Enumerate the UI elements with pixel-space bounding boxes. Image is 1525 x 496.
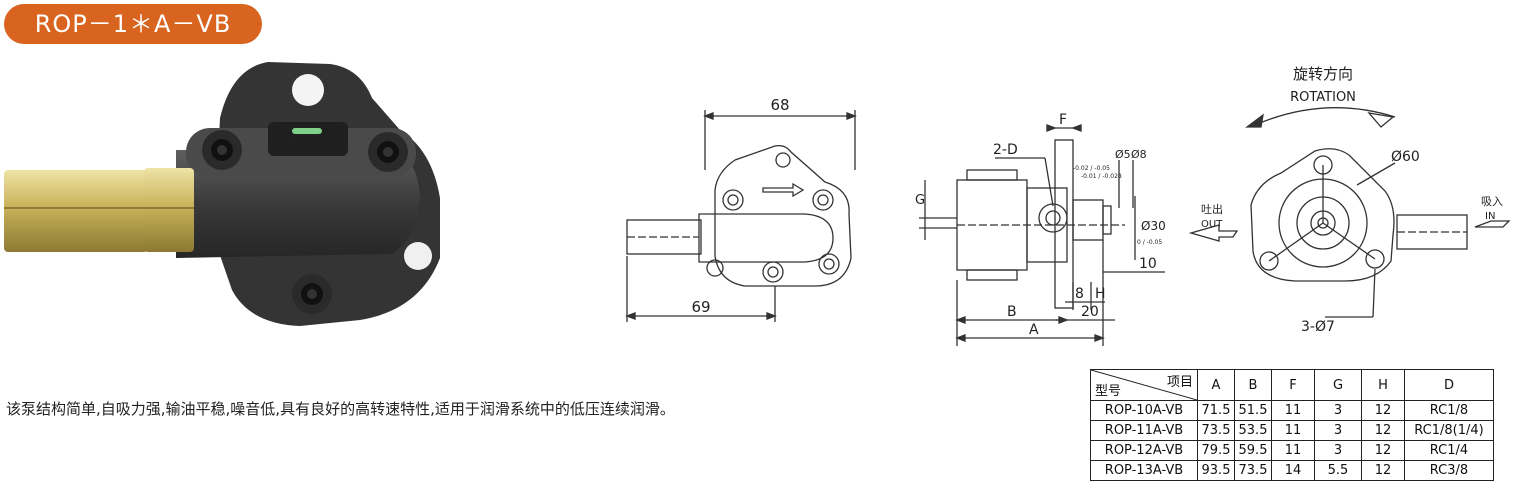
table-cell: 11 <box>1271 420 1315 441</box>
label-phi8: Ø8 <box>1131 148 1147 161</box>
label-g: G <box>915 193 925 208</box>
table-cell: 51.5 <box>1234 400 1272 421</box>
pump-photo: TYPE ROP-12A-VB <box>4 62 440 326</box>
table-cell: 59.5 <box>1234 440 1272 461</box>
out-en-label: OUT <box>1201 219 1223 230</box>
table-row: ROP-10A-VB 71.5 51.5 11 3 12 RC1/8 <box>1090 400 1494 421</box>
label-phi8-tol: -0.01 / -0.028 <box>1081 173 1122 180</box>
dim-8-label: 8 <box>1075 286 1084 302</box>
side-view-drawing: 2-D F G Ø5 -0.02 / -0.05 Ø8 -0.01 / -0.0… <box>915 112 1166 346</box>
table-cell: 53.5 <box>1234 420 1272 441</box>
label-phi5-tol: -0.02 / -0.05 <box>1073 165 1110 172</box>
corner-diagonal <box>1091 370 1197 400</box>
table-row: ROP-12A-VB 79.5 59.5 11 3 12 RC1/4 <box>1090 440 1494 461</box>
dim-68-label: 68 <box>770 96 789 114</box>
dim-10-label: 10 <box>1139 256 1157 272</box>
out-cn-label: 吐出 <box>1201 202 1223 216</box>
table-cell: RC3/8 <box>1404 460 1494 481</box>
col-header: A <box>1197 369 1235 401</box>
front-view-drawing: 68 69 <box>625 96 857 322</box>
table-cell: 5.5 <box>1314 460 1362 481</box>
rotation-en: ROTATION <box>1290 90 1356 105</box>
table-row: ROP-13A-VB 93.5 73.5 14 5.5 12 RC3/8 <box>1090 460 1494 481</box>
cap-screw-icon <box>202 130 408 314</box>
col-header: G <box>1314 369 1362 401</box>
col-header: D <box>1404 369 1494 401</box>
table-cell: 73.5 <box>1197 420 1235 441</box>
product-description: 该泵结构简单,自吸力强,输油平稳,噪音低,具有良好的高转速特性,适用于润滑系统中… <box>6 400 675 418</box>
spec-table-header: 项目 型号 A B F G H D <box>1090 369 1494 401</box>
spec-table: 项目 型号 A B F G H D ROP-10A-VB 71.5 51.5 1… <box>1090 369 1494 481</box>
label-phi30-tol: 0 / -0.05 <box>1137 239 1162 246</box>
label-2d: 2-D <box>993 142 1018 158</box>
label-phi30: Ø30 <box>1141 219 1166 233</box>
table-cell: 11 <box>1271 440 1315 461</box>
table-cell: 93.5 <box>1197 460 1235 481</box>
dim-phi60-label: Ø60 <box>1391 149 1420 165</box>
label-f: F <box>1059 112 1067 128</box>
table-cell: 3 <box>1314 440 1362 461</box>
table-cell: 3 <box>1314 400 1362 421</box>
table-cell: 11 <box>1271 400 1315 421</box>
table-cell: RC1/4 <box>1404 440 1494 461</box>
dim-holes-label: 3-Ø7 <box>1301 319 1335 335</box>
table-cell: 12 <box>1361 420 1405 441</box>
brass-fitting-icon <box>4 168 194 252</box>
product-title: ROP－1＊A－VB <box>4 4 262 44</box>
table-cell: 14 <box>1271 460 1315 481</box>
model-cell: ROP-11A-VB <box>1090 420 1198 441</box>
model-cell: ROP-12A-VB <box>1090 440 1198 461</box>
model-cell: ROP-10A-VB <box>1090 400 1198 421</box>
dim-b-label: B <box>1007 304 1017 320</box>
dim-a-label: A <box>1029 322 1039 338</box>
table-cell: 73.5 <box>1234 460 1272 481</box>
table-cell: 12 <box>1361 460 1405 481</box>
table-cell: 12 <box>1361 400 1405 421</box>
in-cn-label: 吸入 <box>1481 195 1503 208</box>
table-cell: 71.5 <box>1197 400 1235 421</box>
col-header: B <box>1234 369 1272 401</box>
table-row: ROP-11A-VB 73.5 53.5 11 3 12 RC1/8(1/4) <box>1090 420 1494 441</box>
rear-view-drawing: 旋转方向 ROTATION Ø60 3-Ø7 吐出 OUT 吸入 IN <box>1188 65 1511 335</box>
rotation-cn: 旋转方向 <box>1293 65 1353 83</box>
table-cell: 12 <box>1361 440 1405 461</box>
table-cell: 3 <box>1314 420 1362 441</box>
dim-h-label: H <box>1095 286 1106 302</box>
corner-cell: 项目 型号 <box>1090 369 1198 401</box>
col-header: F <box>1271 369 1315 401</box>
table-cell: RC1/8 <box>1404 400 1494 421</box>
col-header: H <box>1361 369 1405 401</box>
corner-model-label: 型号 <box>1095 384 1122 399</box>
in-en-label: IN <box>1485 211 1495 222</box>
table-cell: RC1/8(1/4) <box>1404 420 1494 441</box>
label-phi5: Ø5 <box>1115 148 1131 161</box>
model-cell: ROP-13A-VB <box>1090 460 1198 481</box>
corner-item-label: 项目 <box>1166 375 1193 390</box>
table-cell: 79.5 <box>1197 440 1235 461</box>
dim-69-label: 69 <box>691 298 710 316</box>
dim-20-label: 20 <box>1081 304 1099 320</box>
nameplate-text: TYPE ROP-12A-VB <box>281 141 335 148</box>
